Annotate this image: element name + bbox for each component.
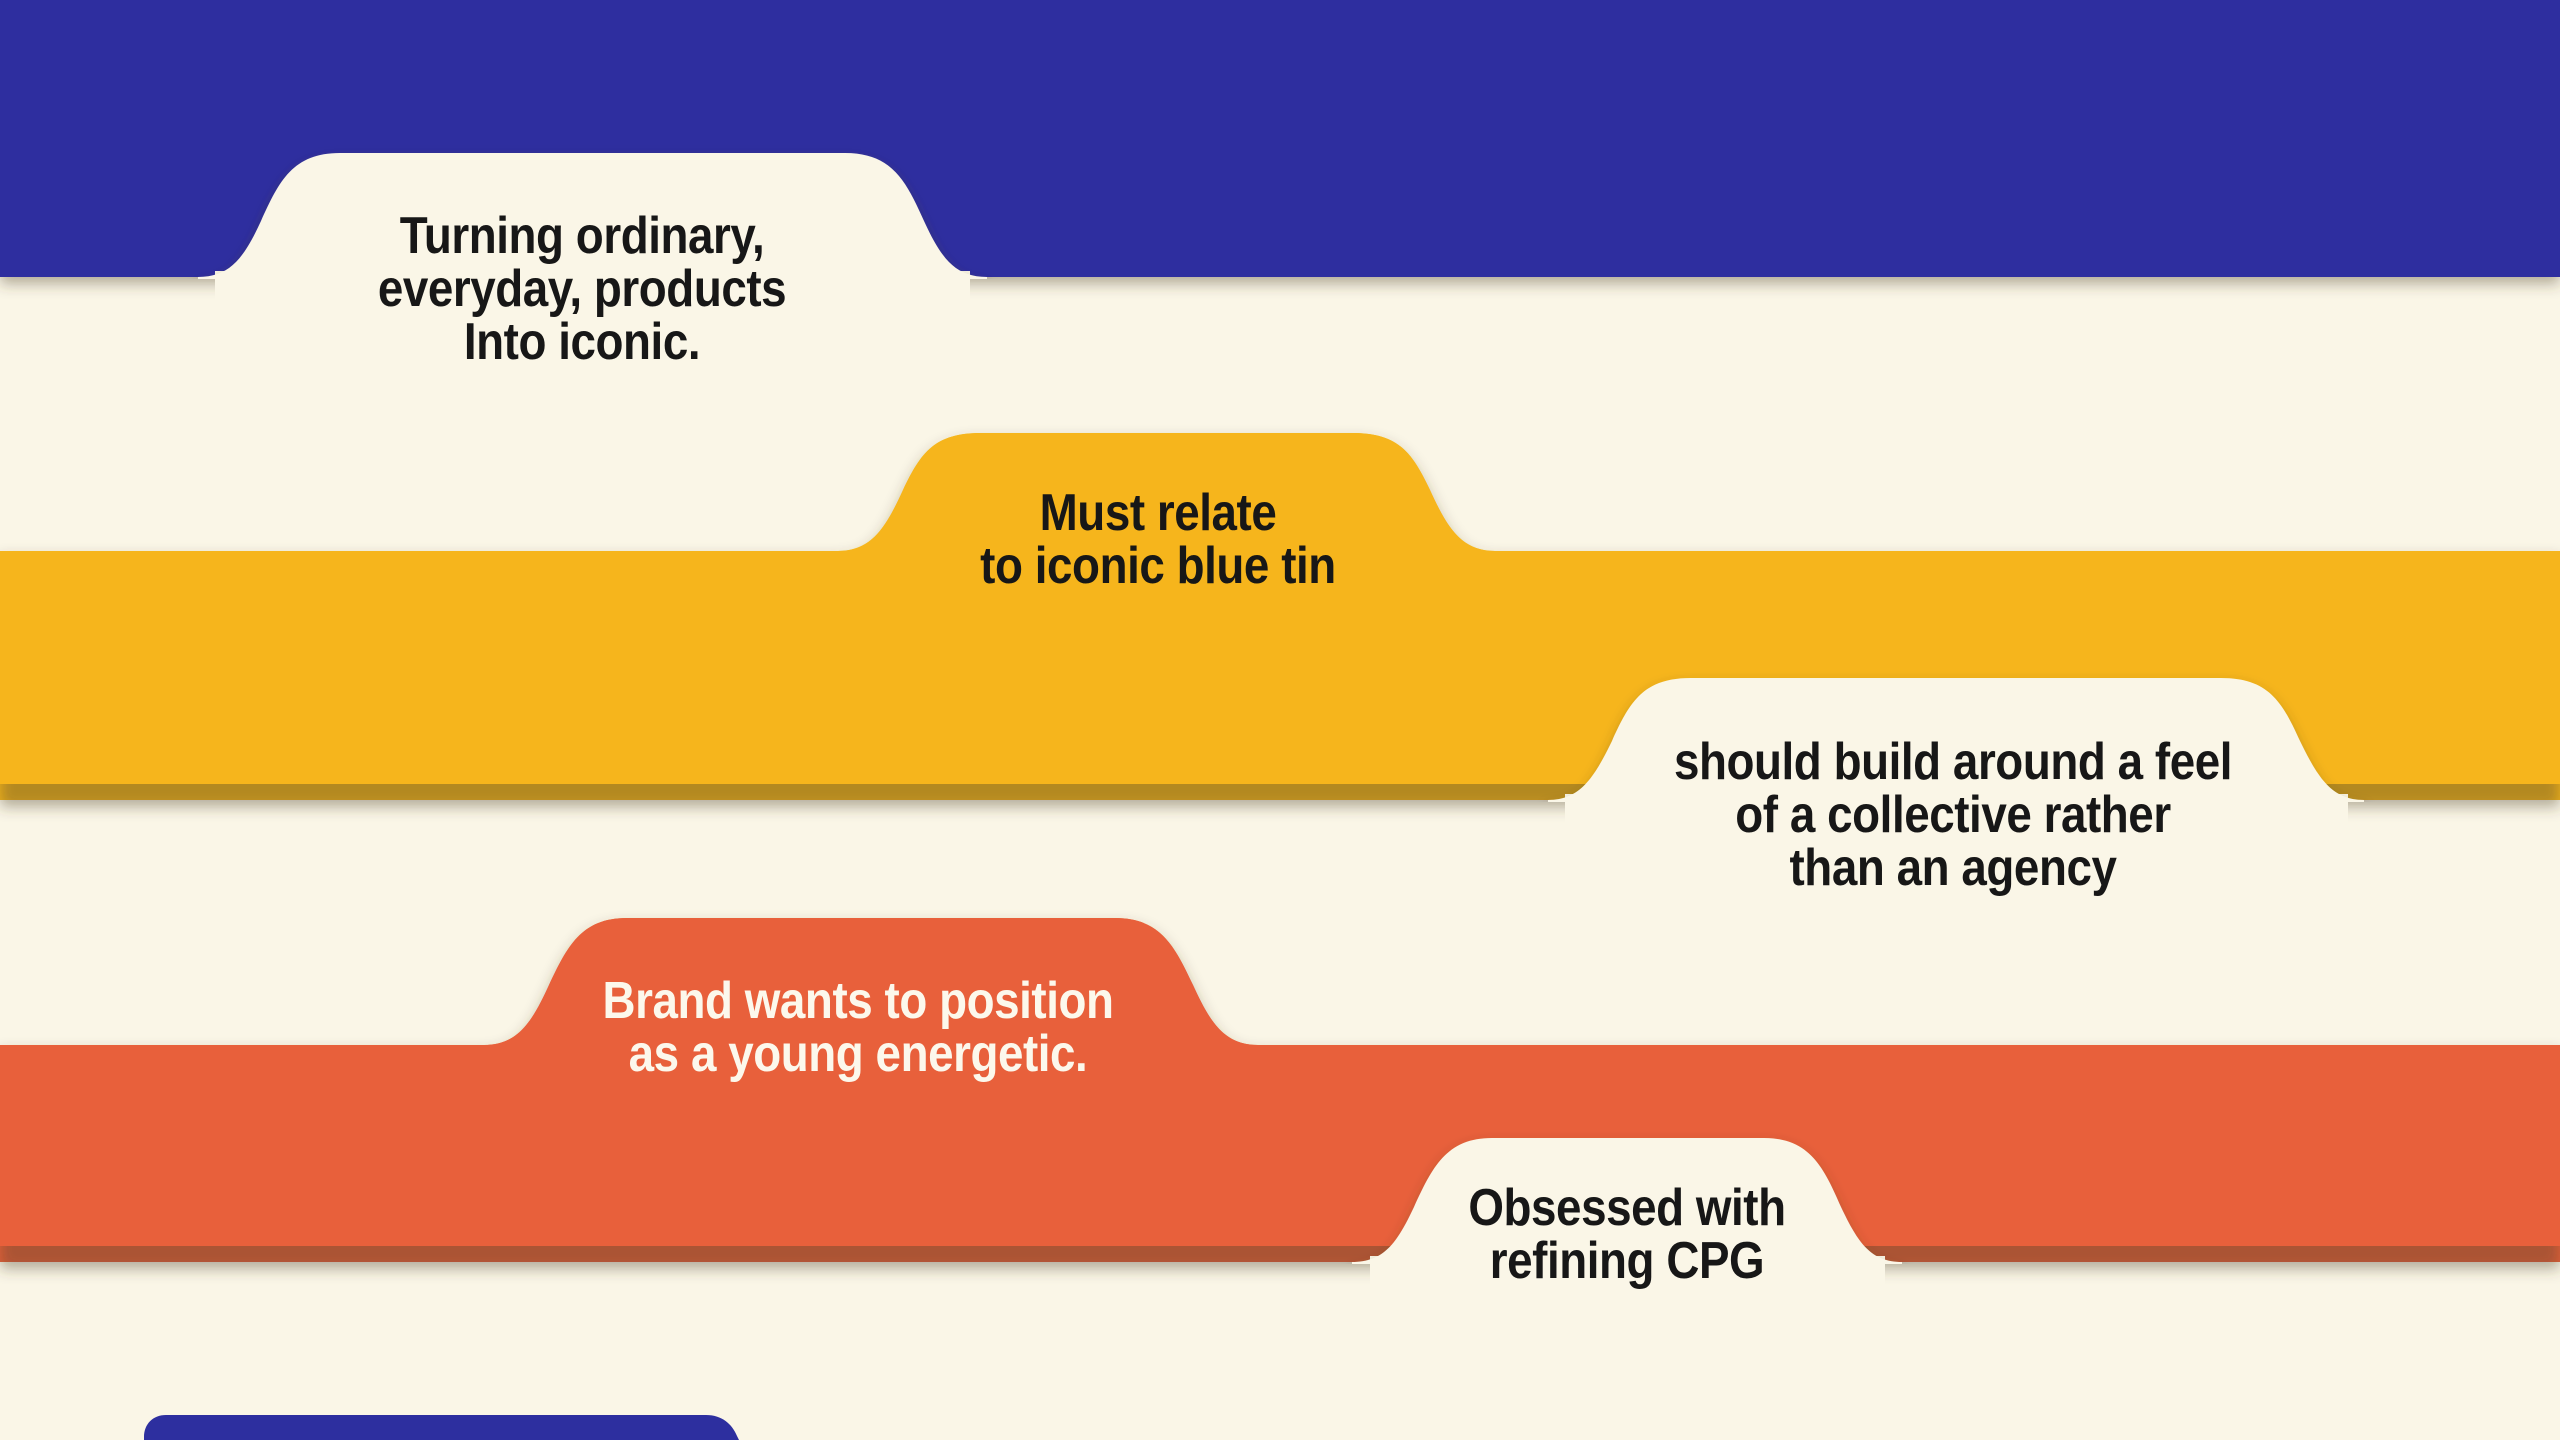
- yellow-band-tab-shadow-mask: [1565, 794, 2348, 880]
- note-line: Must relate: [1039, 484, 1277, 542]
- note-must-relate: Must relate to iconic blue tin: [762, 487, 1554, 593]
- note-line: Into iconic.: [463, 313, 701, 371]
- orange-band-tab-shadow-mask: [1370, 1256, 1885, 1340]
- note-collective: should build around a feel of a collecti…: [1557, 736, 2349, 895]
- cream-tab-collective: [1548, 678, 2364, 802]
- cream-tab-cpg: [1352, 1138, 1902, 1264]
- note-line: of a collective rather: [1735, 786, 2171, 844]
- note-line: everyday, products: [377, 260, 787, 318]
- note-obsessed-cpg: Obsessed with refining CPG: [1231, 1182, 2023, 1288]
- note-line: should build around a feel: [1673, 733, 2233, 791]
- note-brand-position: Brand wants to position as a young energ…: [462, 975, 1254, 1081]
- note-line: as a young energetic.: [628, 1025, 1088, 1083]
- note-line: refining CPG: [1489, 1232, 1765, 1290]
- note-line: Brand wants to position: [602, 972, 1114, 1030]
- orange-band-inner-shadow: [0, 918, 2560, 1246]
- cream-tab-turning-ordinary: [198, 153, 987, 279]
- note-turning-ordinary: Turning ordinary, everyday, products Int…: [186, 210, 978, 369]
- note-line: to iconic blue tin: [980, 537, 1336, 595]
- note-line: than an agency: [1789, 839, 2117, 897]
- next-blue-tab-peek: [144, 1415, 739, 1440]
- note-line: Obsessed with: [1468, 1179, 1786, 1237]
- blue-band-tab-shadow-mask: [215, 271, 970, 361]
- note-line: Turning ordinary,: [399, 207, 765, 265]
